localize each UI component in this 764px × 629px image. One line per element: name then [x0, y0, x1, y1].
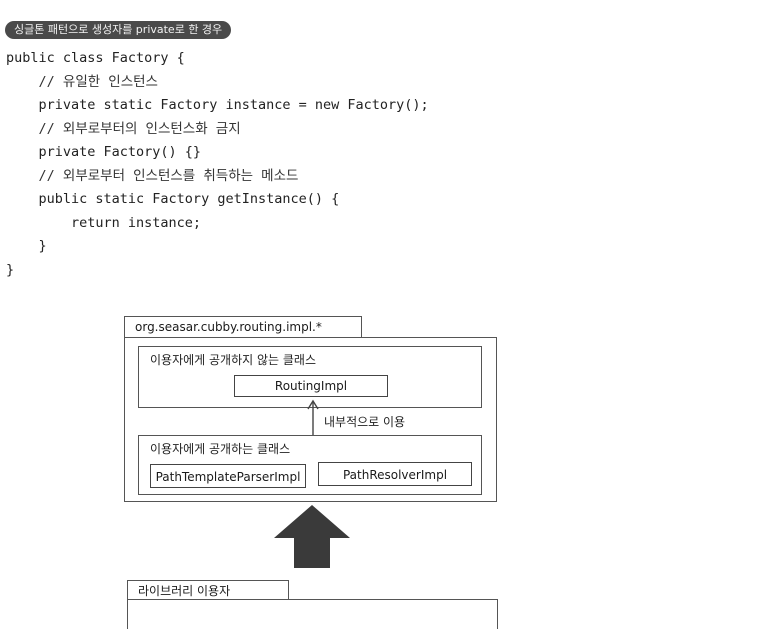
code-line-class: public class Factory { — [6, 50, 185, 66]
code-line-comment-unique-instance: // 유일한 인스턴스 — [6, 73, 158, 90]
internal-use-arrowhead — [307, 399, 319, 410]
package-tab: org.seasar.cubby.routing.impl.* — [124, 316, 362, 338]
code-line-comment-no-external-instantiation: // 외부로부터의 인스턴스화 금지 — [6, 120, 241, 137]
private-classes-label: 이용자에게 공개하지 않는 클래스 — [150, 353, 317, 367]
section-badge: 싱글톤 패턴으로 생성자를 private로 한 경우 — [5, 21, 232, 39]
code-line-get-instance-method: public static Factory getInstance() { — [6, 191, 340, 207]
public-classes-label: 이용자에게 공개하는 클래스 — [150, 442, 291, 456]
library-user-box — [127, 599, 498, 629]
code-line-comment-get-instance: // 외부로부터 인스턴스를 취득하는 메소드 — [6, 167, 299, 184]
path-template-parser-impl-class: PathTemplateParserImpl — [150, 464, 306, 488]
path-resolver-impl-class: PathResolverImpl — [318, 462, 472, 486]
library-access-big-arrow — [274, 505, 350, 568]
code-line-instance-field: private static Factory instance = new Fa… — [6, 97, 429, 113]
code-line-return: return instance; — [6, 214, 202, 231]
library-user-tab: 라이브러리 이용자 — [127, 580, 289, 600]
code-line-class-close: } — [6, 261, 15, 278]
code-block: public class Factory { // 유일한 인스턴스 priva… — [6, 47, 429, 282]
internal-use-label: 내부적으로 이용 — [324, 415, 406, 429]
code-line-private-constructor: private Factory() {} — [6, 144, 202, 160]
code-line-method-close: } — [6, 238, 47, 254]
routing-impl-class: RoutingImpl — [234, 375, 388, 397]
